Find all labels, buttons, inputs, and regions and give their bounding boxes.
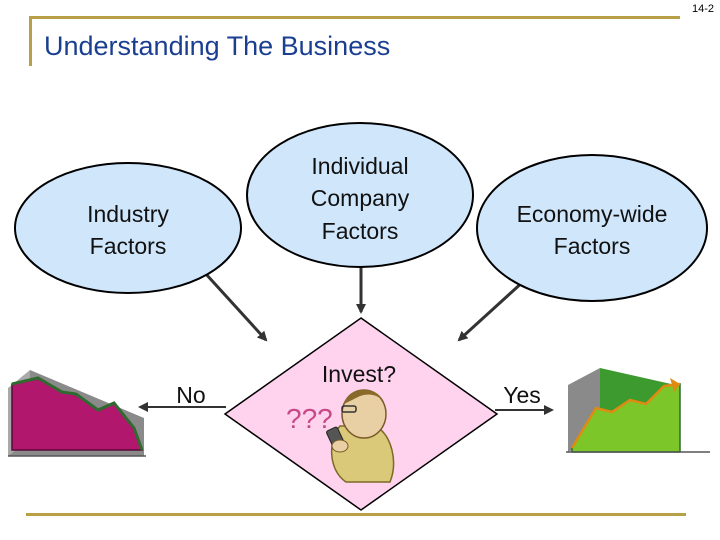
yes-label: Yes [503,382,541,408]
industry-factors-line1: Industry [87,201,169,227]
question-marks-icon: ??? [286,403,333,434]
company-factors-line2: Company [311,185,410,211]
economy-factors-line2: Factors [554,233,631,259]
company-factors-line3: Factors [322,218,399,244]
economy-factors-node [476,154,708,302]
company-factors-node [246,122,474,268]
invest-label: Invest? [322,361,396,387]
industry-factors-line2: Factors [90,233,167,259]
arrow-economy-to-decision [457,278,527,342]
title-rule-left [29,16,32,66]
rising-chart-icon [566,368,710,453]
page-title: Understanding The Business [44,31,391,61]
bottom-rule [26,513,686,516]
industry-factors-node [14,162,242,294]
title-rule [30,16,680,19]
thinking-person-icon [326,389,395,483]
no-label: No [176,382,205,408]
declining-chart-icon [8,370,146,457]
slide-number: 14-2 [691,3,714,15]
economy-factors-line1: Economy-wide [517,201,668,227]
company-factors-line1: Individual [311,153,408,179]
